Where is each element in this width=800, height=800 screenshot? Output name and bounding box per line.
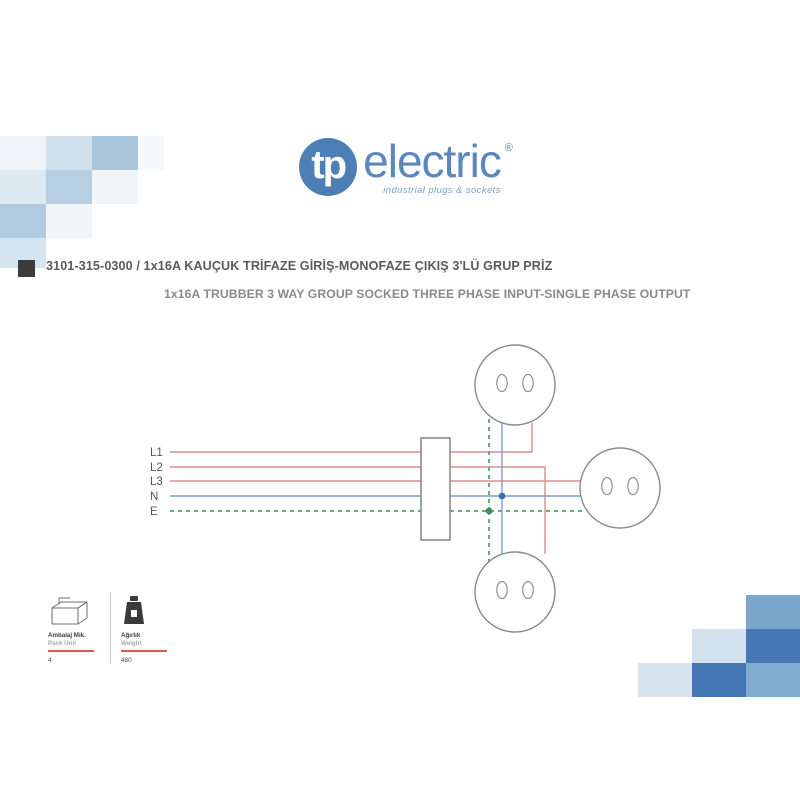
decor-cell-tl-4 xyxy=(0,170,46,204)
terminal-block xyxy=(420,437,451,541)
decor-cell-br-4 xyxy=(692,663,746,697)
decor-cell-tl-2 xyxy=(92,136,138,170)
socket-bottom-pin-right xyxy=(522,580,534,600)
weight-icon xyxy=(121,592,162,628)
decor-cell-tl-1 xyxy=(46,136,92,170)
decor-cell-tl-0 xyxy=(0,136,46,170)
earth-junction xyxy=(485,507,493,515)
wire-label-l3: L3 xyxy=(150,476,163,488)
product-title-en: 1x16A TRUBBER 3 WAY GROUP SOCKED THREE P… xyxy=(164,287,691,301)
decor-cell-tl-6 xyxy=(92,170,138,204)
socket-top-pin-left xyxy=(496,373,508,393)
decor-cell-tl-7 xyxy=(0,204,46,238)
bullet-square-icon xyxy=(18,260,35,277)
decor-cell-br-2 xyxy=(746,629,800,663)
logo-wordmark: electric ® industrial plugs & sockets xyxy=(363,135,513,196)
pack-unit-column: Ambalaj Mik. Pack Unit 4 xyxy=(48,592,100,664)
wire-l2-to-bottom-socket xyxy=(450,466,546,554)
neutral-junction xyxy=(498,492,506,500)
pack-unit-rule xyxy=(48,650,94,652)
wire-label-n: N xyxy=(150,491,158,503)
decor-cell-tl-5 xyxy=(46,170,92,204)
weight-label-tr: Ağırlık xyxy=(121,632,141,639)
pack-unit-label-tr: Ambalaj Mik. xyxy=(48,632,86,639)
decor-cell-br-0 xyxy=(746,595,800,629)
socket-bottom-pin-left xyxy=(496,580,508,600)
decor-cell-br-5 xyxy=(746,663,800,697)
socket-top[interactable] xyxy=(474,344,556,426)
socket-bottom-body xyxy=(474,551,556,633)
product-title-row: 3101-315-0300 / 1x16A KAUÇUK TRİFAZE GİR… xyxy=(18,259,552,277)
socket-right[interactable] xyxy=(579,447,661,529)
pack-unit-value: 4 xyxy=(48,656,52,664)
socket-bottom[interactable] xyxy=(474,551,556,633)
decor-cell-tl-3 xyxy=(138,136,164,170)
socket-right-pin-left xyxy=(601,476,613,496)
wire-label-e: E xyxy=(150,506,158,518)
weight-value: 480 xyxy=(121,656,132,664)
logo-word: electric xyxy=(363,135,502,187)
logo-tagline: industrial plugs & sockets xyxy=(383,185,501,196)
box-icon xyxy=(48,592,100,628)
socket-top-pin-right xyxy=(522,373,534,393)
decor-cell-br-1 xyxy=(692,629,746,663)
logo-circle-icon: tp xyxy=(299,138,358,196)
product-title-tr: 3101-315-0300 / 1x16A KAUÇUK TRİFAZE GİR… xyxy=(46,259,553,273)
decor-cell-br-3 xyxy=(638,663,692,697)
socket-right-pin-right xyxy=(627,476,639,496)
socket-top-body xyxy=(474,344,556,426)
socket-right-body xyxy=(579,447,661,529)
wire-label-l1: L1 xyxy=(150,447,163,459)
registered-trademark-icon: ® xyxy=(504,142,513,154)
brand-logo: tp electric ® industrial plugs & sockets xyxy=(0,138,800,196)
weight-label-en: Weight xyxy=(121,640,142,647)
logo-monogram: tp xyxy=(311,143,347,187)
weight-rule xyxy=(121,650,167,652)
wire-label-l2: L2 xyxy=(150,462,163,474)
decor-cell-tl-8 xyxy=(46,204,92,238)
product-info-box: Ambalaj Mik. Pack Unit 4 Ağırlık Weight … xyxy=(48,592,167,664)
wire-l1-to-top-socket xyxy=(450,423,533,453)
weight-column: Ağırlık Weight 480 xyxy=(110,592,167,664)
pack-unit-label-en: Pack Unit xyxy=(48,640,77,647)
